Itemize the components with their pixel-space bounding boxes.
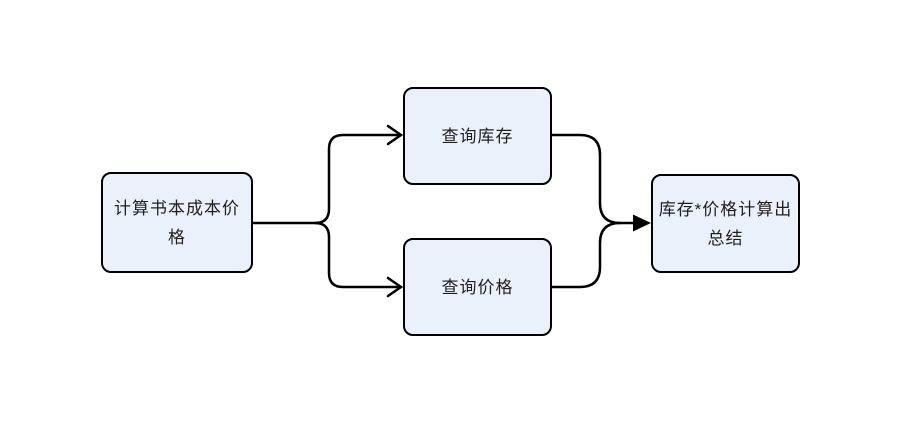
- node-label: 查询价格: [441, 277, 514, 297]
- arrowhead-open-price-icon: [386, 276, 404, 298]
- node-label: 格: [168, 227, 186, 247]
- edge-price-to-summary: [549, 221, 622, 289]
- node-label: 计算书本成本价: [114, 198, 240, 218]
- node-query-inventory[interactable]: 查询库存: [403, 87, 552, 185]
- node-label: 总结: [707, 228, 744, 248]
- node-label: 查询库存: [441, 126, 514, 146]
- node-compute-summary[interactable]: 库存*价格计算出 总结: [651, 174, 800, 273]
- node-calc-cost[interactable]: 计算书本成本价 格: [101, 172, 253, 273]
- node-label: 库存*价格计算出: [658, 199, 793, 219]
- edge-calc-to-price: [313, 221, 400, 289]
- node-query-price[interactable]: 查询价格: [403, 238, 552, 336]
- arrowhead-open-inventory-icon: [386, 124, 404, 146]
- edge-calc-to-inventory: [251, 133, 400, 225]
- edge-inventory-to-summary: [549, 133, 637, 225]
- arrowhead-solid-summary-icon: [633, 214, 651, 232]
